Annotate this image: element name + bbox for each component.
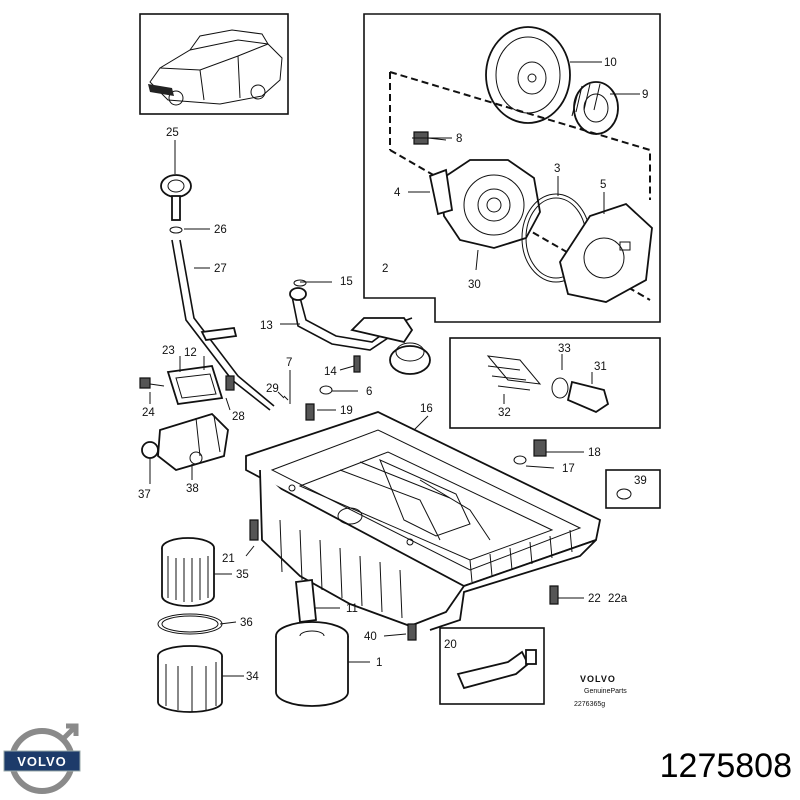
- volvo-logo: VOLVO: [3, 723, 81, 794]
- callout-3: 3: [554, 163, 560, 175]
- callout-17: 17: [562, 463, 575, 475]
- oil-pickup-tube: [289, 279, 431, 375]
- callout-11: 11: [346, 603, 358, 615]
- callout-30: 30: [468, 279, 481, 291]
- brand-subtitle: GenuineParts: [584, 688, 627, 695]
- car-thumbnail: [139, 13, 289, 115]
- callout-35: 35: [236, 569, 249, 581]
- seal-ring-inset: [605, 469, 661, 509]
- callout-13: 13: [260, 320, 273, 332]
- leader-lines: [149, 61, 640, 677]
- sensor-bracket: [139, 365, 235, 471]
- callout-7: 7: [286, 357, 292, 369]
- callout-40: 40: [364, 631, 377, 643]
- callout-12: 12: [184, 347, 197, 359]
- callout-31: 31: [594, 361, 607, 373]
- logo-wordmark: VOLVO: [17, 754, 67, 769]
- oil-pan: [245, 411, 602, 631]
- callout-9: 9: [642, 89, 648, 101]
- genuine-parts-stamp: VOLVO GenuineParts 2276365g: [574, 674, 627, 708]
- callout-19: 19: [340, 405, 353, 417]
- callout-15: 15: [340, 276, 353, 288]
- callout-16: 16: [420, 403, 433, 415]
- callout-labels: 25 26 27 15 13 14 6 7 29 19 16 23 12 24 …: [138, 57, 648, 683]
- callout-33: 33: [558, 343, 571, 355]
- drawing-number: 2276365g: [574, 701, 605, 708]
- callout-1: 1: [376, 657, 382, 669]
- callout-28: 28: [232, 411, 245, 423]
- callout-23: 23: [162, 345, 175, 357]
- callout-5: 5: [600, 179, 606, 191]
- callout-22: 22: [588, 593, 601, 605]
- callout-18: 18: [588, 447, 601, 459]
- sealant-tube-inset: [439, 627, 545, 705]
- callout-34: 34: [246, 671, 259, 683]
- callout-2: 2: [382, 263, 388, 275]
- callout-29: 29: [266, 383, 279, 395]
- callout-21: 21: [222, 553, 235, 565]
- callout-37: 37: [138, 489, 151, 501]
- relief-valve-inset: [449, 337, 661, 429]
- callout-20: 20: [444, 639, 457, 651]
- callout-27: 27: [214, 263, 227, 275]
- callout-38: 38: [186, 483, 199, 495]
- callout-14: 14: [324, 366, 337, 378]
- callout-32: 32: [498, 407, 511, 419]
- callout-4: 4: [394, 187, 401, 199]
- part-number: 1275808: [660, 747, 792, 785]
- callout-25: 25: [166, 127, 179, 139]
- callout-26: 26: [214, 224, 227, 236]
- brand-name: VOLVO: [580, 674, 616, 684]
- pan-bolts: [249, 385, 559, 641]
- callout-6: 6: [366, 386, 372, 398]
- oil-filter-parts: [157, 537, 349, 713]
- callout-22a: 22a: [608, 593, 628, 605]
- callout-39: 39: [634, 475, 647, 487]
- callout-8: 8: [456, 133, 462, 145]
- dipstick: [160, 174, 275, 411]
- callout-36: 36: [240, 617, 253, 629]
- callout-24: 24: [142, 407, 155, 419]
- oil-pump-inset: [363, 13, 661, 323]
- callout-10: 10: [604, 57, 617, 69]
